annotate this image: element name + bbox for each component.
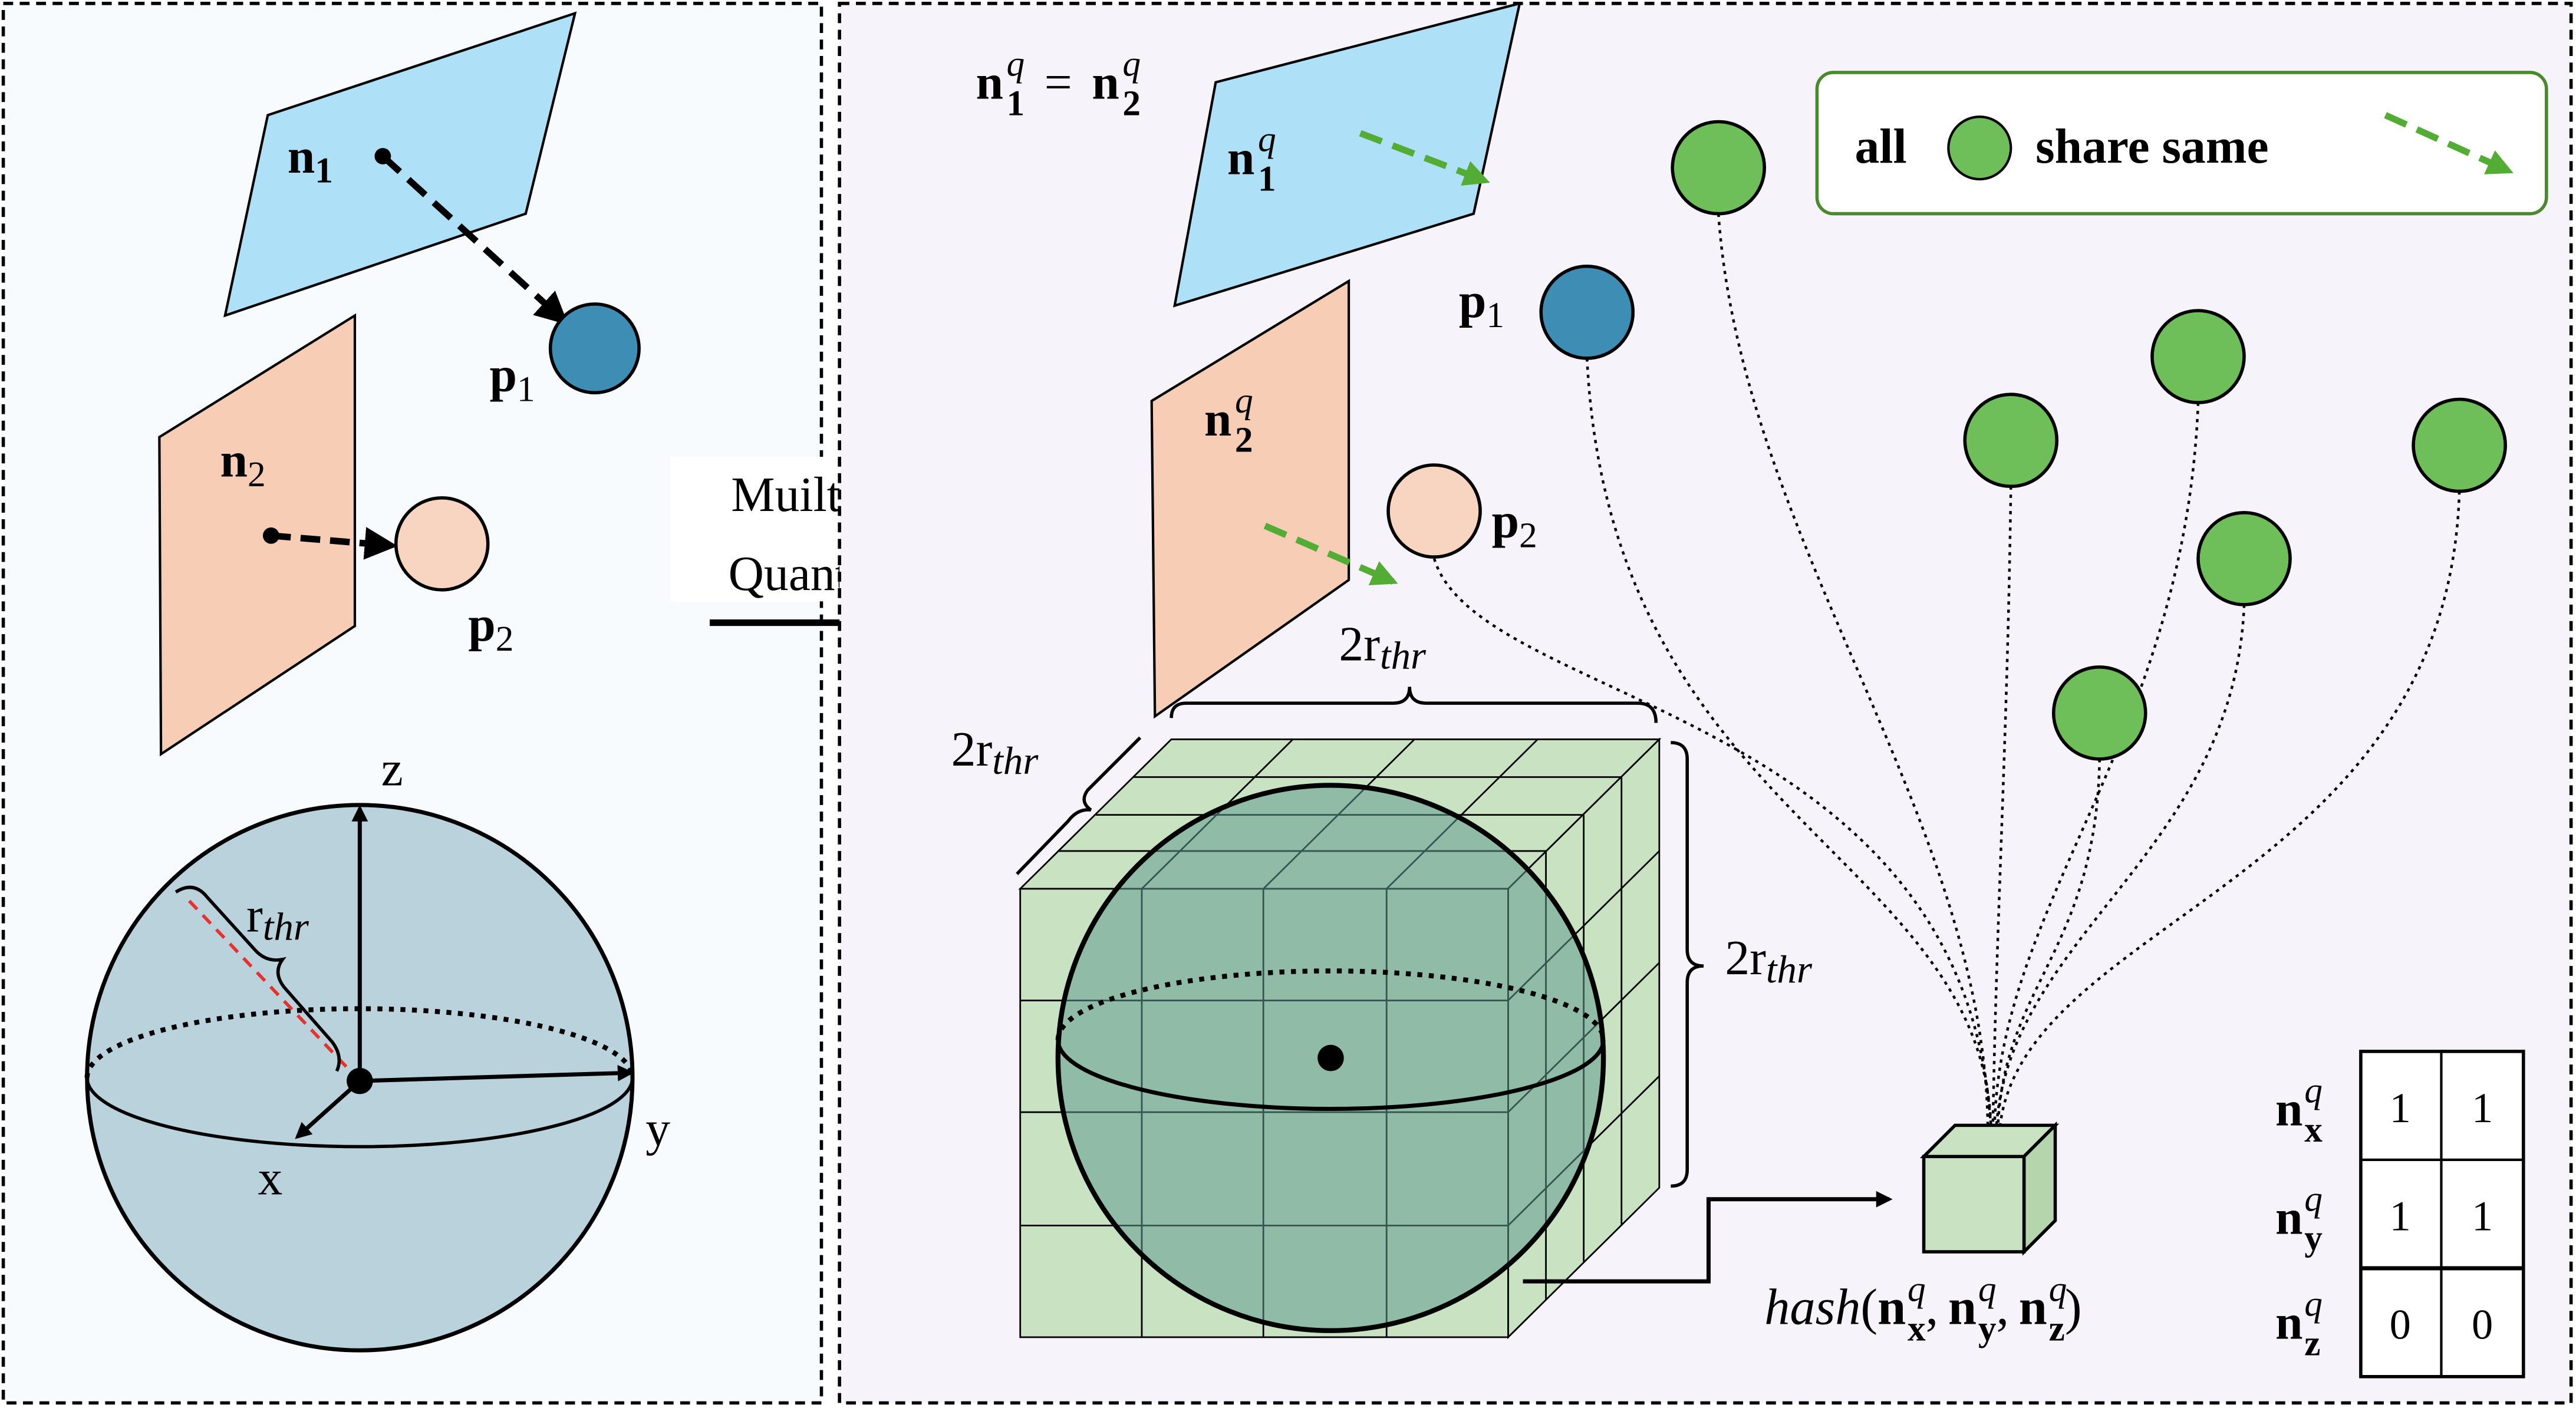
axis-x-label: x	[258, 1151, 283, 1205]
green-arrow-2	[1263, 523, 1398, 586]
brace-left	[1016, 736, 1142, 875]
green-node	[2051, 665, 2147, 761]
point-1	[548, 302, 641, 395]
point-q2	[1386, 463, 1482, 559]
axis-y-label: y	[645, 1102, 670, 1156]
legend-green-arrow	[2384, 112, 2514, 174]
green-arrow-1	[1359, 130, 1490, 186]
plane-2-label: n2	[220, 434, 265, 495]
normal-arrow-2	[271, 527, 398, 560]
plane-2	[158, 313, 357, 757]
green-node	[1963, 393, 2059, 489]
axis-x-arrow	[295, 1079, 361, 1139]
point-q1	[1539, 264, 1635, 360]
hash-connector	[1523, 1191, 1893, 1284]
legend-node	[1947, 116, 2012, 181]
plane-q2	[1150, 279, 1350, 719]
axis-z-label: z	[381, 742, 403, 796]
point-q1-label: p1	[1459, 274, 1504, 335]
green-node	[2412, 397, 2507, 493]
left-panel: n1 n2 p1 p2 z y x rthr	[1, 2, 823, 1405]
cube-right-label: 2rthr	[1725, 931, 1813, 991]
radius-label: rthr	[246, 888, 309, 948]
connectors	[1432, 213, 2461, 1134]
legend-word-all: all	[1855, 120, 1907, 174]
plane-q1	[1173, 1, 1521, 308]
bit-cell: 1	[2472, 1084, 2493, 1132]
point-2	[394, 496, 490, 592]
radius-line	[183, 894, 361, 1083]
hash-bucket	[1919, 1121, 2060, 1256]
brace-right	[1671, 741, 1704, 1188]
sphere-right	[1055, 783, 1606, 1333]
bit-cell: 0	[2390, 1301, 2411, 1348]
plane-1-label: n1	[288, 130, 333, 191]
plane-1	[223, 11, 577, 318]
cube-left-label: 2rthr	[951, 723, 1039, 783]
cube-top-label: 2rthr	[1339, 618, 1427, 678]
bit-cell: 1	[2390, 1192, 2411, 1240]
legend-word-share: share same	[2035, 120, 2268, 174]
point-q2-label: p2	[1492, 494, 1537, 556]
bit-cell: 1	[2472, 1192, 2493, 1240]
radius-brace	[174, 885, 341, 1072]
point-1-label: p1	[490, 348, 535, 410]
brace-top	[1170, 687, 1658, 723]
normal-arrow-1	[380, 153, 569, 325]
green-node	[2150, 309, 2246, 404]
green-node	[2196, 511, 2292, 606]
legend: all share same	[1815, 71, 2548, 216]
bit-cell: 0	[2472, 1301, 2493, 1348]
point-2-label: p2	[468, 598, 513, 659]
axis-y-arrow	[360, 1064, 634, 1083]
green-node	[1671, 120, 1767, 216]
bit-cell: 1	[2390, 1084, 2411, 1132]
